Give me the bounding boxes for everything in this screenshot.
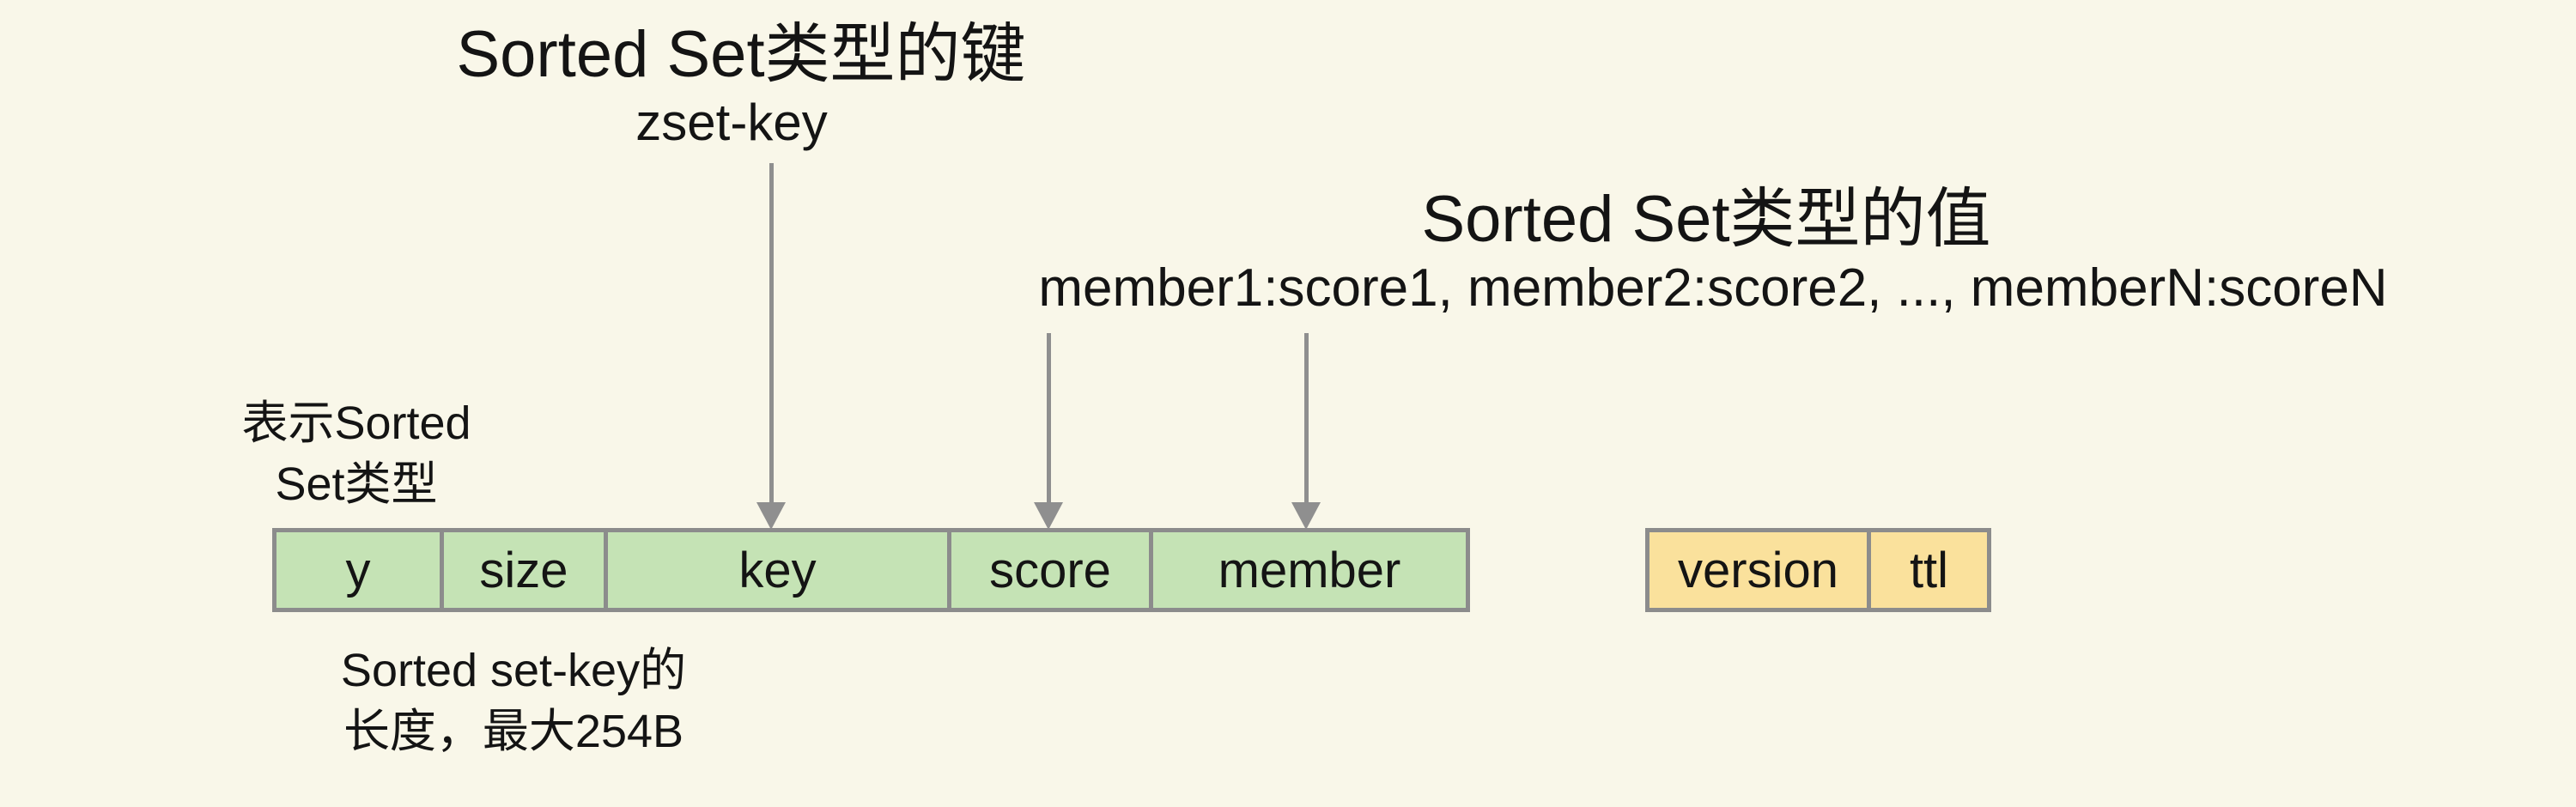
value-structure-table: version ttl — [1645, 528, 1991, 612]
arrow-to-member-cell — [1291, 333, 1321, 530]
arrow-to-score-cell — [1034, 333, 1063, 530]
key-structure-cell-score: score — [947, 532, 1149, 608]
arrow-head-icon — [1034, 502, 1063, 530]
type-flag-note: 表示Sorted Set类型 — [241, 393, 471, 516]
value-structure-cell-ttl: ttl — [1867, 532, 1987, 608]
arrow-shaft — [1046, 333, 1051, 502]
key-structure-table: y size key score member — [272, 528, 1470, 612]
value-structure-cell-version: version — [1649, 532, 1867, 608]
type-flag-note-line1: 表示Sorted — [241, 397, 471, 449]
key-length-note-line2: 长度，最大254B — [343, 706, 684, 758]
sorted-set-value-title: Sorted Set类型的值 — [1421, 183, 1991, 256]
key-length-note-line1: Sorted set-key的 — [340, 645, 687, 696]
member-score-example: member1:score1, member2:score2, ..., mem… — [1038, 258, 2388, 318]
arrow-to-key-cell — [756, 163, 786, 530]
sorted-set-key-title: Sorted Set类型的键 — [456, 18, 1026, 91]
key-length-note: Sorted set-key的 长度，最大254B — [341, 640, 686, 763]
arrow-head-icon — [1291, 502, 1321, 530]
key-structure-cell-type-flag: y — [276, 532, 440, 608]
arrow-shaft — [1303, 333, 1309, 502]
key-structure-cell-size: size — [440, 532, 604, 608]
type-flag-note-line2: Set类型 — [275, 458, 438, 511]
key-structure-cell-key: key — [604, 532, 947, 608]
arrow-head-icon — [756, 502, 786, 530]
key-structure-cell-member: member — [1149, 532, 1466, 608]
zset-key-example: zset-key — [635, 94, 828, 151]
arrow-shaft — [769, 163, 774, 502]
